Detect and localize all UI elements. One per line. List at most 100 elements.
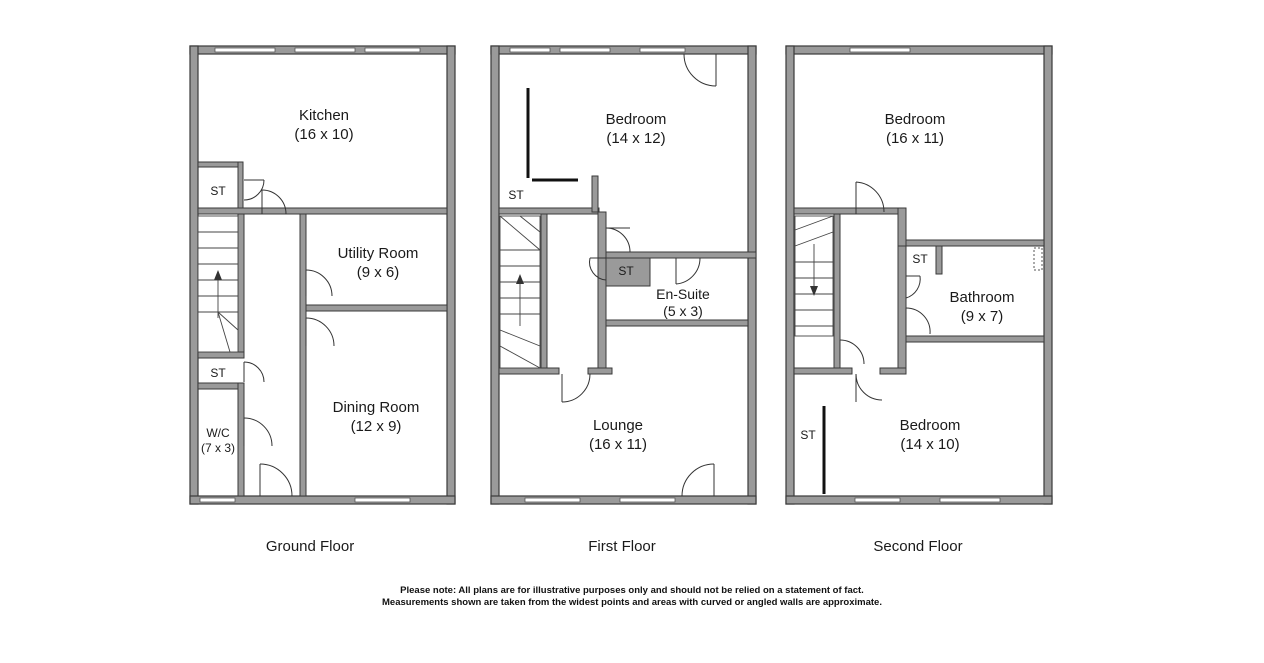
store-label: ST	[800, 428, 816, 442]
ensuite-name: En-Suite	[656, 286, 710, 302]
bedroom1-size: (16 x 11)	[886, 130, 944, 147]
door	[683, 53, 717, 87]
disclaimer-note: Please note: All plans are for illustrat…	[382, 585, 882, 608]
kitchen-size: (16 x 10)	[294, 126, 353, 143]
window	[639, 47, 686, 53]
window	[524, 497, 581, 503]
window	[849, 47, 911, 53]
window	[854, 497, 901, 503]
store-label: ST	[210, 184, 226, 198]
bathroom-south-wall	[905, 335, 1045, 343]
store-south-wall	[197, 382, 245, 390]
bedroom-name: Bedroom	[606, 111, 667, 128]
landing-east-wall	[897, 245, 907, 373]
ground-west-wall	[189, 45, 199, 505]
second-south-wall	[785, 495, 1053, 505]
bedroom1-name: Bedroom	[885, 111, 946, 128]
door	[855, 181, 885, 214]
staircase	[794, 215, 834, 337]
bedroom-wall	[897, 207, 907, 249]
kitchen-south-wall	[197, 207, 448, 215]
store-label: ST	[912, 252, 928, 266]
window	[214, 47, 276, 53]
first-east-wall	[747, 45, 757, 505]
kitchen-name: Kitchen	[299, 107, 349, 124]
vent	[1033, 247, 1043, 271]
dining-name: Dining Room	[333, 399, 420, 416]
landing-wall	[879, 367, 907, 375]
ground-east-wall	[446, 45, 456, 505]
ground-south-wall	[189, 495, 456, 505]
ensuite-south-wall	[605, 319, 749, 327]
door	[561, 373, 591, 403]
window	[364, 47, 421, 53]
door	[855, 373, 883, 402]
window	[294, 47, 356, 53]
store-label: ST	[210, 366, 226, 380]
bedroom-south-wall	[605, 251, 757, 259]
door	[905, 275, 921, 299]
store-label: ST	[618, 264, 634, 278]
door	[589, 257, 607, 281]
wc-size: (7 x 3)	[201, 441, 235, 455]
store-label: ST	[508, 188, 524, 202]
store-wall	[935, 245, 943, 275]
landing-east-wall	[597, 211, 607, 373]
store-wall	[591, 175, 599, 213]
bedroom2-name: Bedroom	[900, 417, 961, 434]
window	[619, 497, 676, 503]
bedroom-south-wall	[793, 207, 905, 215]
wc-name: W/C	[206, 426, 230, 440]
landing-wall	[587, 367, 613, 375]
door	[243, 417, 273, 447]
stair-wall	[540, 213, 548, 373]
bathroom-name: Bathroom	[949, 289, 1014, 306]
stair-wall	[833, 213, 841, 373]
window	[509, 47, 551, 53]
store-wall	[237, 161, 244, 209]
window	[354, 497, 411, 503]
bedroom-size: (14 x 12)	[606, 130, 665, 147]
staircase	[197, 215, 239, 353]
lounge-name: Lounge	[593, 417, 643, 434]
stair-wall	[237, 213, 245, 357]
door	[305, 269, 333, 297]
window	[939, 497, 1001, 503]
utility-south-wall	[305, 304, 448, 312]
stair-south-wall	[793, 367, 853, 375]
utility-name: Utility Room	[338, 245, 419, 262]
store-wall	[197, 161, 243, 168]
ground-floor-plan: Kitchen (16 x 10) ST Utility Room (9 x 6…	[189, 45, 456, 555]
window	[559, 47, 611, 53]
staircase	[499, 215, 541, 369]
door	[681, 463, 715, 497]
second-north-wall	[785, 45, 1053, 55]
door	[243, 179, 265, 201]
dining-size: (12 x 9)	[351, 418, 402, 435]
first-floor-title: First Floor	[588, 538, 656, 555]
second-floor-title: Second Floor	[873, 538, 962, 555]
bathroom-north-wall	[905, 239, 1045, 247]
first-floor-plan: Bedroom (14 x 12) ST ST En-Suite (5 x 3)…	[490, 45, 757, 555]
store-wall	[498, 207, 600, 215]
door	[839, 339, 865, 365]
bedroom2-size: (14 x 10)	[900, 436, 959, 453]
ensuite-size: (5 x 3)	[663, 303, 703, 319]
door	[259, 463, 293, 497]
bathroom-size: (9 x 7)	[961, 308, 1004, 325]
hall-east-wall	[299, 213, 307, 497]
door	[243, 361, 265, 383]
door	[905, 307, 931, 335]
stair-south-wall	[498, 367, 560, 375]
stair-south-wall	[197, 351, 245, 359]
store-box	[605, 257, 651, 287]
second-east-wall	[1043, 45, 1053, 505]
wc-east-wall	[237, 382, 245, 497]
door	[605, 227, 631, 253]
lounge-size: (16 x 11)	[589, 436, 647, 453]
window	[199, 497, 236, 503]
ground-floor-title: Ground Floor	[266, 538, 354, 555]
door	[261, 189, 287, 215]
door	[305, 317, 335, 347]
